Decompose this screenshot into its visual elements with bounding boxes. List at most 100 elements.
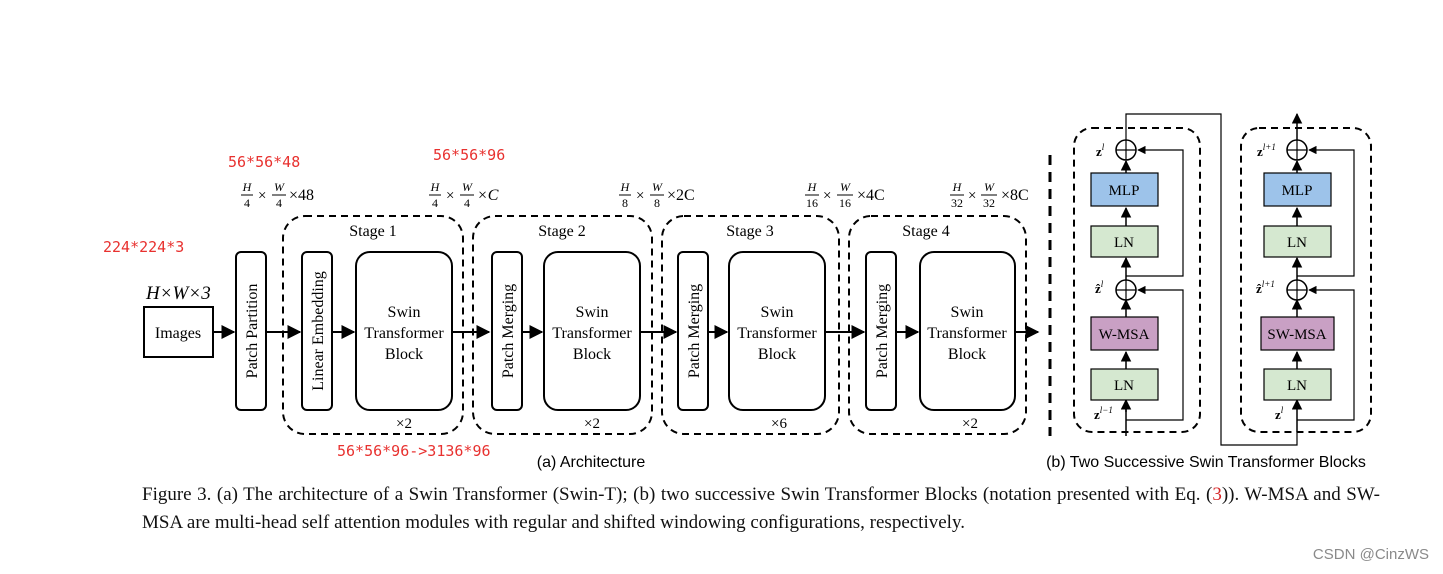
caption-part2: )). W-MSA and SW-MSA are multi-head self…: [142, 484, 1380, 533]
svg-text:W: W: [840, 180, 851, 194]
stage-3-repeat: ×6: [771, 416, 787, 432]
svg-text:W: W: [462, 180, 473, 194]
swin-block-4-line2: Transformer: [927, 325, 1007, 342]
left-zhat-label: ẑl: [1095, 279, 1104, 296]
input-dim-label: H×W×3: [145, 283, 211, 304]
images-box: [143, 306, 214, 358]
left-ln-top-label: LN: [1114, 235, 1134, 251]
right-swmsa-label: SW-MSA: [1267, 327, 1326, 343]
annotation-input-size: 224*224*3: [103, 238, 184, 256]
patch-merging-label-3: Patch Merging: [686, 284, 703, 378]
swin-block-1-line3: Block: [385, 346, 423, 363]
right-z-in-label: zl: [1275, 405, 1284, 422]
swin-block-4-line1: Swin: [951, 304, 984, 321]
svg-text:16: 16: [806, 196, 818, 210]
stage-1-repeat: ×2: [396, 416, 412, 432]
stage-1-frame: [282, 215, 464, 435]
linear-embedding-label: Linear Embedding: [310, 271, 327, 391]
swin-block-1-line2: Transformer: [364, 325, 444, 342]
figure-caption: Figure 3. (a) The architecture of a Swin…: [142, 481, 1380, 537]
swin-block-2-line3: Block: [573, 346, 611, 363]
left-block-frame: [1073, 127, 1201, 433]
dim-num-w: W: [274, 180, 285, 194]
dim-label-5: H 32 × W 32 ×8C: [950, 180, 1029, 210]
right-mlp: [1263, 172, 1332, 207]
dim-num-h: H: [242, 180, 253, 194]
left-ln-top: [1090, 225, 1159, 258]
svg-text:W: W: [984, 180, 995, 194]
dim-label-2: H 4 × W 4 ×C: [429, 180, 499, 210]
dim-den-w: 4: [276, 196, 282, 210]
stage-4-title: Stage 4: [902, 223, 950, 240]
svg-text:×C: ×C: [477, 187, 499, 204]
annotation-stage1-size: 56*56*96: [433, 146, 505, 164]
stage-2-repeat: ×2: [584, 416, 600, 432]
left-mlp-label: MLP: [1109, 183, 1140, 199]
left-z-out-label: zl: [1096, 142, 1105, 159]
swin-block-2-line1: Swin: [576, 304, 609, 321]
svg-text:4: 4: [464, 196, 470, 210]
dim-label-4: H 16 × W 16 ×4C: [805, 180, 885, 210]
right-block-frame: [1240, 127, 1372, 433]
swin-block-3-line3: Block: [758, 346, 796, 363]
swin-block-4-line3: Block: [948, 346, 986, 363]
left-wmsa: [1090, 316, 1159, 351]
caption-part1: Figure 3. (a) The architecture of a Swin…: [142, 484, 1213, 505]
architecture-subcaption: (a) Architecture: [537, 454, 646, 471]
svg-text:32: 32: [951, 196, 963, 210]
left-z-in-label: zl−1: [1094, 405, 1113, 422]
svg-text:W: W: [652, 180, 663, 194]
svg-text:H: H: [620, 180, 631, 194]
svg-text:4: 4: [432, 196, 438, 210]
annotation-patch-partition-size: 56*56*48: [228, 153, 300, 171]
stage-2-title: Stage 2: [538, 223, 586, 240]
stage-1-title: Stage 1: [349, 223, 397, 240]
swin-block-1-line1: Swin: [388, 304, 421, 321]
svg-text:×: ×: [446, 188, 454, 204]
left-ln-bottom: [1090, 368, 1159, 401]
stage-3-title: Stage 3: [726, 223, 774, 240]
right-z-out-label: zl+1: [1257, 142, 1276, 159]
right-ln-bottom: [1263, 368, 1332, 401]
svg-text:H: H: [952, 180, 963, 194]
svg-text:32: 32: [983, 196, 995, 210]
svg-text:×: ×: [968, 188, 976, 204]
left-wmsa-label: W-MSA: [1099, 327, 1150, 343]
patch-partition-label: Patch Partition: [244, 284, 261, 379]
stage-2-frame: [472, 215, 653, 435]
images-label: Images: [155, 325, 201, 342]
svg-text:×2C: ×2C: [667, 187, 695, 204]
block-connector: [1125, 113, 1298, 446]
svg-text:8: 8: [622, 196, 628, 210]
right-mlp-label: MLP: [1282, 183, 1313, 199]
watermark: CSDN @CinzWS: [1312, 546, 1429, 563]
swin-block-3-line1: Swin: [761, 304, 794, 321]
swin-block-right: LN SW-MSA LN MLP zl ẑl+1 zl+1: [1240, 112, 1372, 433]
svg-text:8: 8: [654, 196, 660, 210]
dim-tail: ×48: [289, 187, 314, 204]
dim-label-3: H 8 × W 8 ×2C: [619, 180, 695, 210]
dim-label-1: H 4 × W 4 ×48: [241, 180, 314, 210]
patch-merging-label-4: Patch Merging: [874, 284, 891, 378]
left-mlp: [1090, 172, 1159, 207]
right-ln-top-label: LN: [1287, 235, 1307, 251]
svg-text:×8C: ×8C: [1001, 187, 1029, 204]
svg-text:×: ×: [636, 188, 644, 204]
swin-block-3-line2: Transformer: [737, 325, 817, 342]
right-swmsa: [1260, 316, 1335, 351]
caption-equation-ref[interactable]: 3: [1212, 484, 1222, 505]
dim-den-h: 4: [244, 196, 250, 210]
stage-3-frame: [661, 215, 840, 435]
svg-text:16: 16: [839, 196, 851, 210]
svg-text:H: H: [807, 180, 818, 194]
svg-text:×4C: ×4C: [857, 187, 885, 204]
svg-text:×: ×: [258, 188, 266, 204]
right-zhat-label: ẑl+1: [1256, 279, 1275, 296]
stage-4-repeat: ×2: [962, 416, 978, 432]
annotation-flatten-size: 56*56*96->3136*96: [337, 442, 491, 460]
swin-block-2-line2: Transformer: [552, 325, 632, 342]
right-ln-bottom-label: LN: [1287, 378, 1307, 394]
svg-text:×: ×: [823, 188, 831, 204]
left-ln-bottom-label: LN: [1114, 378, 1134, 394]
